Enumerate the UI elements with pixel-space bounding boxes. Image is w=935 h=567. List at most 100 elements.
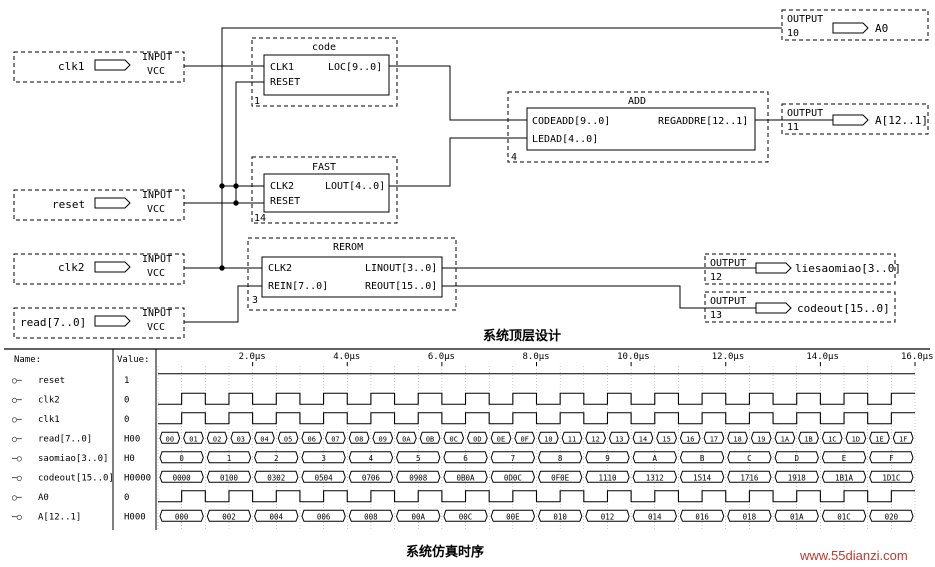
bus-segment	[632, 509, 677, 522]
bus-segment	[490, 431, 512, 444]
signal-value: 0	[124, 415, 129, 425]
bus-value: 3	[321, 454, 326, 463]
signal-name: reset	[38, 376, 65, 386]
bus-segment	[348, 451, 394, 464]
bus-segment	[348, 470, 394, 483]
output-pin-num: 11	[787, 122, 799, 133]
bus-value: 1	[227, 454, 232, 463]
bus-value: 6	[463, 454, 468, 463]
block-title: code	[312, 42, 336, 53]
time-label: 10.0μs	[617, 352, 650, 362]
output-name: codeout[15..0]	[797, 302, 890, 315]
block-title: REROM	[333, 242, 363, 253]
signal-wave	[158, 392, 915, 405]
bus-segment	[632, 431, 654, 444]
signal-value: H000	[124, 512, 146, 522]
signal-wave	[158, 412, 915, 425]
block-number: 4	[511, 152, 517, 163]
signal-value: H00	[124, 434, 140, 444]
bus-segment	[798, 431, 819, 444]
bus-segment	[821, 470, 867, 483]
signal-name: saomiao[3..0]	[38, 454, 108, 464]
bus-value: C	[747, 454, 752, 463]
bus-value: 00E	[506, 512, 520, 521]
bus-segment	[183, 431, 204, 444]
bus-value: 15	[662, 435, 670, 443]
bus-value: 14	[639, 435, 647, 443]
output-pin-num: 13	[710, 310, 722, 321]
header-name: Name:	[14, 355, 41, 365]
bus-segment	[656, 431, 677, 444]
bus-value: 06	[308, 435, 316, 443]
bus-value: 0908	[409, 473, 428, 482]
signal-icon: ─◯	[11, 454, 22, 463]
bus-value: 1716	[740, 473, 759, 482]
bus-value: 1A	[781, 435, 790, 443]
bus-value: 4	[369, 454, 374, 463]
bus-segment	[845, 431, 867, 444]
bus-segment	[372, 431, 394, 444]
bus-value: E	[842, 454, 847, 463]
signal-icon: ◯─	[12, 395, 22, 404]
input-default: VCC	[147, 322, 165, 333]
bus-value: 7	[511, 454, 516, 463]
bus-value: 09	[379, 435, 387, 443]
bus-segment	[821, 451, 867, 464]
bus-value: 13	[615, 435, 623, 443]
port-label: CODEADD[9..0]	[532, 116, 610, 127]
block-number: 1	[254, 96, 260, 107]
bus-segment	[632, 470, 677, 483]
port-label: CLK2	[268, 263, 292, 274]
port-label: CLK1	[270, 62, 294, 73]
bus-value: 018	[743, 512, 757, 521]
bus-value: 016	[695, 512, 709, 521]
bus-value: 04	[260, 435, 268, 443]
bus-segment	[396, 509, 441, 522]
bus-segment	[537, 470, 583, 483]
block-add: ADD CODEADD[9..0] LEDAD[4..0] REGADDRE[1…	[507, 91, 769, 163]
bus-segment	[727, 431, 748, 444]
bus-value: 00A	[411, 512, 425, 521]
output-name: A0	[875, 22, 888, 35]
output-name: liesaomiao[3..0]	[795, 262, 901, 275]
bus-segment	[727, 451, 772, 464]
time-label: 16.0μs	[901, 352, 934, 362]
block-code: code CLK1 RESET LOC[9..0] 1	[251, 37, 398, 107]
bus-segment	[277, 431, 299, 444]
bus-value: 0504	[315, 473, 334, 482]
input-name: clk2	[58, 261, 85, 274]
output-type: OUTPUT	[787, 108, 823, 119]
port-label: REOUT[15..0]	[365, 281, 437, 292]
bus-segment	[869, 470, 914, 483]
output-pin-codeout: OUTPUT 13 codeout[15..0]	[704, 291, 896, 323]
bus-value: 01C	[837, 512, 851, 521]
output-pin-num: 12	[710, 272, 722, 283]
bus-value: 0100	[220, 473, 239, 482]
block-number: 3	[252, 295, 258, 306]
bus-segment	[490, 470, 536, 483]
input-type: INPUT	[142, 254, 172, 265]
bus-value: 03	[237, 435, 245, 443]
bus-value: 006	[317, 512, 331, 521]
bus-segment	[869, 509, 914, 522]
port-label: LEDAD[4..0]	[532, 134, 598, 145]
block-number: 14	[254, 213, 266, 224]
bus-value: 020	[885, 512, 899, 521]
bus-segment	[443, 470, 488, 483]
bus-value: 08	[355, 435, 363, 443]
bus-value: 1D	[852, 435, 860, 443]
bus-value: 5	[416, 454, 421, 463]
bus-value: 0E	[497, 435, 505, 443]
bus-segment	[254, 451, 299, 464]
block-title: ADD	[628, 96, 646, 107]
port-label: CLK2	[270, 181, 294, 192]
bus-value: 1312	[646, 473, 664, 482]
bus-value: 010	[553, 512, 567, 521]
signal-name: read[7..0]	[38, 434, 92, 444]
signal-icon: ─◯	[11, 473, 22, 482]
bus-segment	[679, 431, 701, 444]
